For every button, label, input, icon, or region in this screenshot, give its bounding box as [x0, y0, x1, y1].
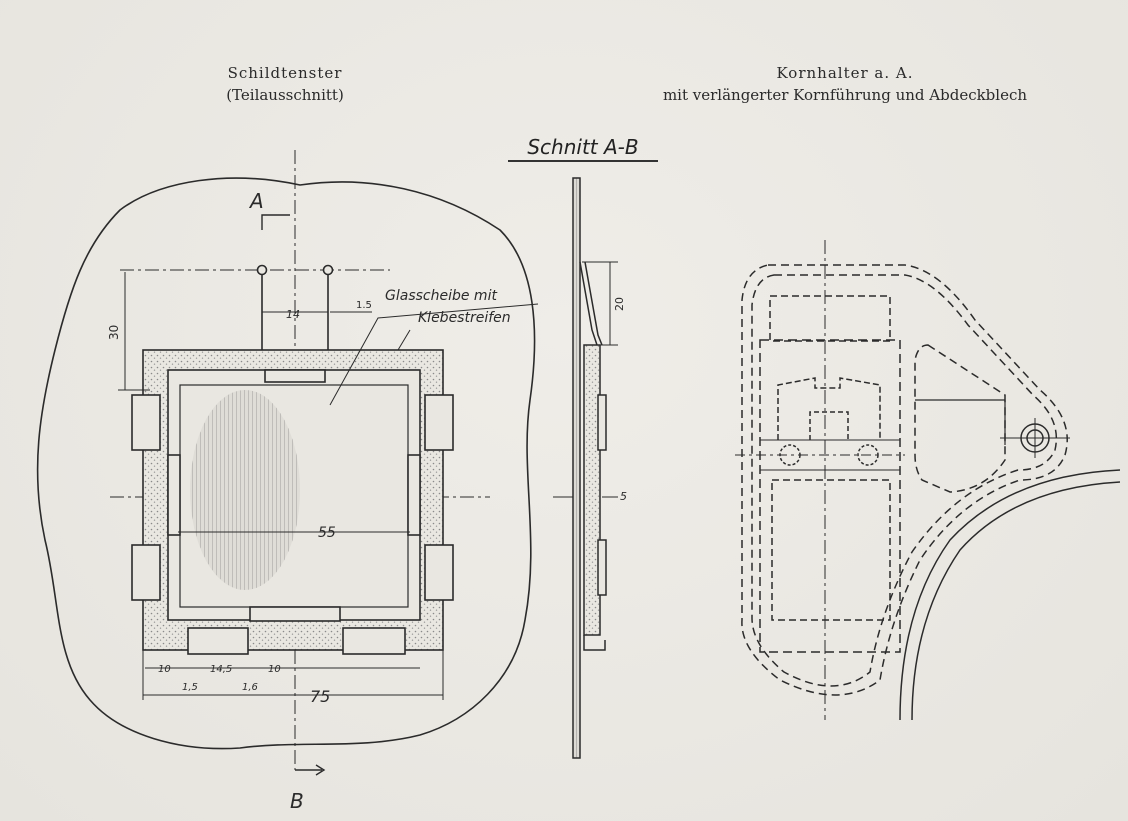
- section-label-a: A: [248, 189, 264, 213]
- shield-cutout-outline: [36, 177, 536, 750]
- clamp-right-lower: [424, 544, 454, 601]
- heading-left-subtitle: (Teilausschnitt): [226, 86, 344, 104]
- clamp-bottom-right: [342, 627, 406, 655]
- heading-right-title: Kornhalter a. A.: [776, 64, 914, 82]
- section-ab-labels: 20 5: [613, 297, 627, 503]
- clamp-right-upper: [424, 394, 454, 451]
- dim-30: 30: [107, 325, 121, 340]
- bottom-tab: [249, 606, 341, 622]
- clamp-section-upper: [597, 394, 607, 451]
- top-tab: [264, 369, 326, 383]
- dim-5: 5: [620, 490, 627, 503]
- dim-1-6: 1,6: [242, 682, 258, 693]
- section-ab-view: [553, 177, 618, 759]
- section-title: Schnitt A-B: [508, 135, 658, 162]
- shield-window-labels: A B Glasscheibe mit Klebestreifen 30 14 …: [107, 189, 511, 813]
- dim-14: 14: [286, 308, 300, 321]
- clamp-left-lower: [131, 544, 161, 601]
- top-lug-hole-right: [322, 264, 334, 276]
- dim-14-5: 14,5: [210, 664, 232, 675]
- holder-inner-body: [771, 479, 891, 621]
- screw-right: [857, 444, 879, 466]
- glass-label-line2: Klebestreifen: [418, 310, 511, 326]
- grain-holder-view: [735, 240, 1121, 721]
- heading-right: Kornhalter a. A. mit verlängerter Kornfü…: [610, 62, 1080, 106]
- bent-tab: [579, 261, 603, 346]
- holder-body: [759, 339, 901, 653]
- shield-plate-section: [572, 177, 581, 759]
- section-label-b: B: [290, 789, 304, 813]
- glass-section: [583, 344, 601, 636]
- dim-1-5-bottom: 1,5: [182, 682, 198, 693]
- heading-left: Schildtenster (Teilausschnitt): [190, 62, 380, 106]
- grain-tip: [809, 411, 849, 440]
- bottom-hook: [583, 635, 606, 651]
- top-lug-hole-left: [256, 264, 268, 276]
- clamp-left-upper: [131, 394, 161, 451]
- glass-label-line1: Glasscheibe mit: [385, 288, 497, 304]
- top-lug: [261, 272, 329, 350]
- glass-shading: [190, 390, 300, 590]
- dim-1-5-top: 1.5: [356, 300, 372, 311]
- heading-right-subtitle: mit verlängerter Kornführung und Abdeckb…: [662, 86, 1028, 104]
- shield-window-view: [36, 150, 539, 776]
- screw-left: [779, 444, 801, 466]
- inner-strip-left: [167, 454, 181, 536]
- clamp-section-lower: [597, 539, 607, 596]
- inner-strip-right: [407, 454, 421, 536]
- dim-10-right: 10: [268, 664, 281, 675]
- dim-55: 55: [318, 525, 336, 541]
- grain-notch: [777, 377, 881, 440]
- outer-dashed-boundary: [741, 264, 1068, 696]
- dim-20: 20: [613, 297, 626, 311]
- heading-left-title: Schildtenster: [227, 64, 343, 82]
- clamp-bottom-left: [187, 627, 249, 655]
- rail-curve-1: [899, 469, 1121, 721]
- dim-75: 75: [310, 687, 330, 706]
- holder-upper-rect: [769, 295, 891, 342]
- triangle-cutout: [914, 344, 1006, 493]
- outer-dashed-boundary-2: [751, 274, 1058, 687]
- dim-10-left: 10: [158, 664, 171, 675]
- rail-curve-2: [911, 481, 1121, 721]
